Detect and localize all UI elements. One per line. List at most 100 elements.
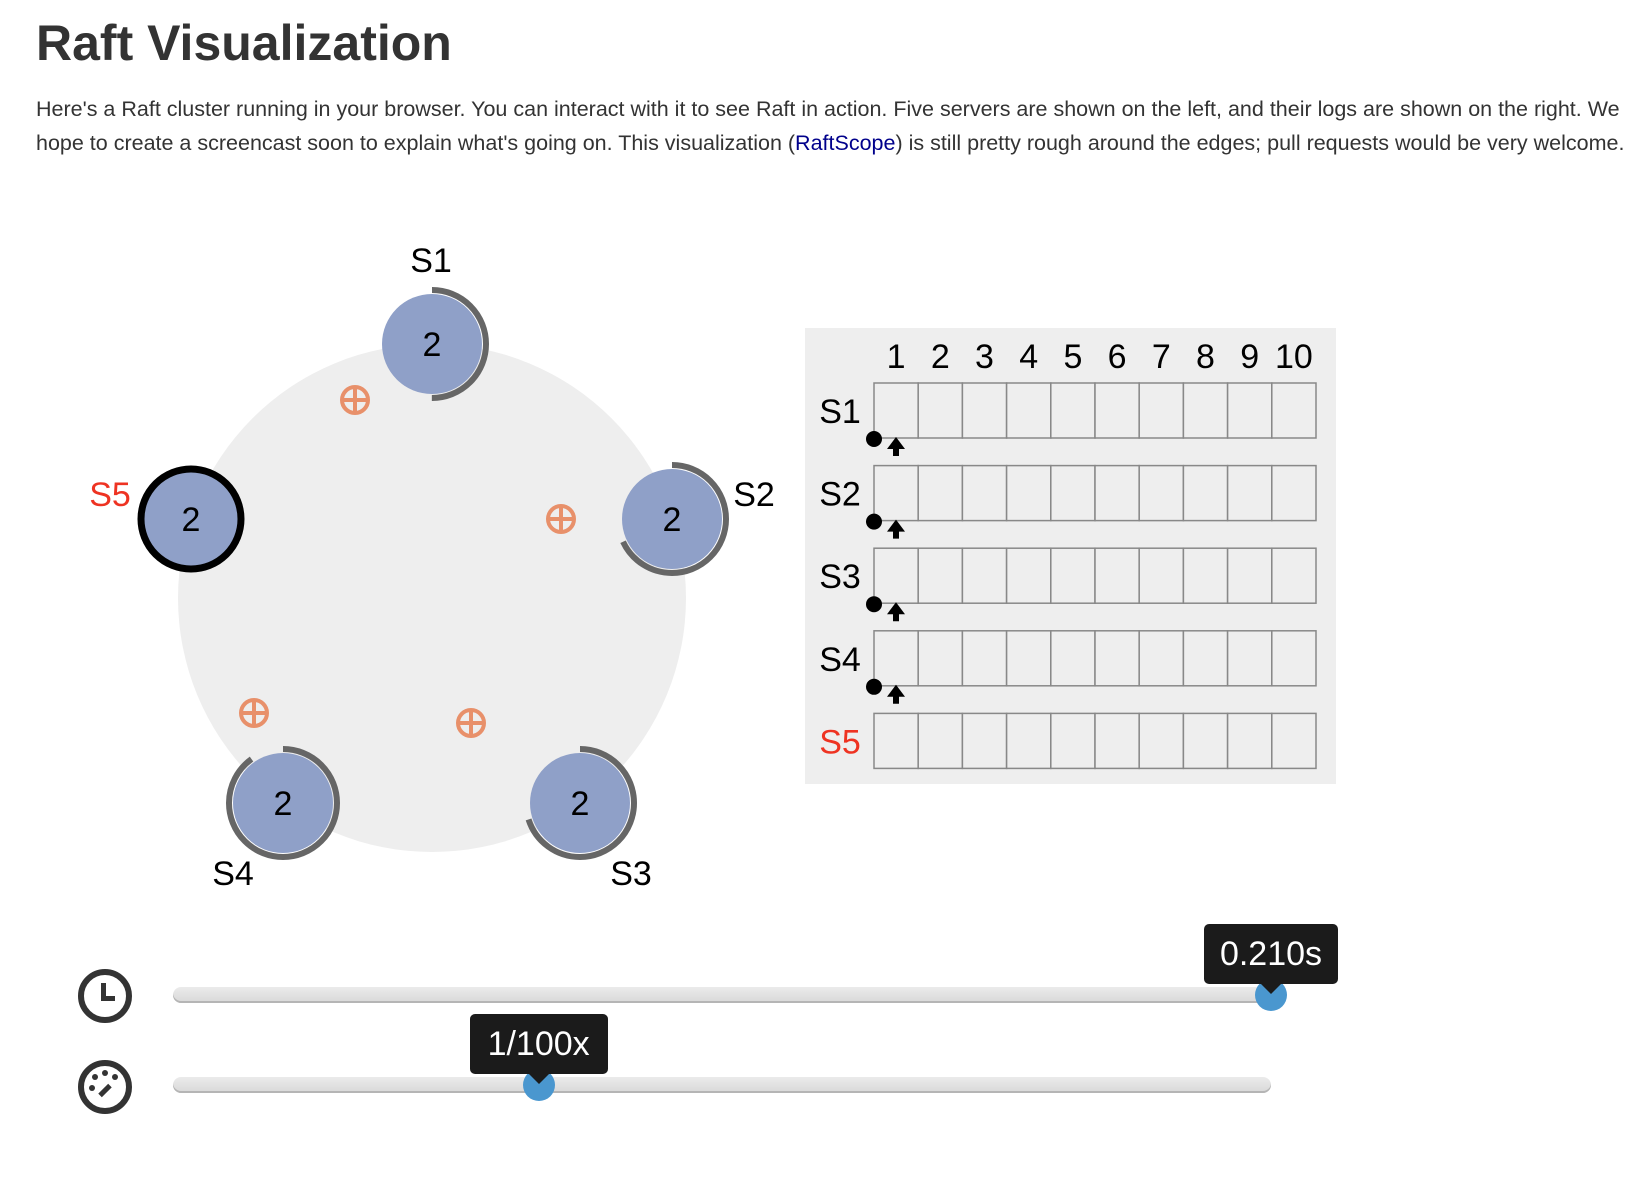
server-s1[interactable]: 2: [375, 287, 489, 401]
log-row-label: S3: [819, 558, 861, 596]
log-entry-slot[interactable]: [1271, 547, 1317, 604]
log-entry-slot[interactable]: [961, 712, 1008, 770]
log-row-label: S4: [819, 641, 861, 679]
log-entry-slot[interactable]: [1094, 712, 1140, 770]
log-entry-slot[interactable]: [917, 630, 964, 687]
intro-text-part: ) is still pretty rough around the edges…: [895, 131, 1625, 155]
server-term: 2: [182, 501, 201, 539]
commit-index-marker: [866, 431, 882, 447]
match-index-arrow-icon: [887, 437, 905, 456]
log-index-label: 2: [931, 338, 950, 376]
raftscope-link[interactable]: RaftScope: [795, 131, 896, 155]
log-entry-slot[interactable]: [1050, 382, 1096, 439]
log-entry-slot[interactable]: [1226, 630, 1273, 687]
log-entry-slot[interactable]: [1005, 712, 1052, 770]
log-entry-slot[interactable]: [917, 547, 964, 604]
server-term: 2: [423, 326, 442, 364]
log-entry-slot[interactable]: [961, 630, 1008, 687]
log-index-label: 3: [975, 338, 994, 376]
election-timeout-arc: [523, 746, 637, 860]
server-circle[interactable]: [233, 753, 333, 853]
server-label: S4: [212, 855, 254, 893]
log-entry-slot[interactable]: [917, 712, 964, 770]
log-entry-slot[interactable]: [1050, 464, 1096, 522]
speedometer-icon: [78, 1060, 132, 1114]
request-vote-message-icon[interactable]: [340, 385, 370, 415]
log-entry-slot[interactable]: [1226, 382, 1273, 439]
server-s2[interactable]: 2: [615, 462, 729, 576]
log-entry-slot[interactable]: [1050, 630, 1096, 687]
log-entry-slot[interactable]: [1094, 547, 1140, 604]
request-vote-message-icon[interactable]: [239, 698, 269, 728]
page-title: Raft Visualization: [36, 15, 452, 71]
cluster-ring: [178, 344, 686, 852]
log-entry-slot[interactable]: [1005, 382, 1052, 439]
log-entry-slot[interactable]: [1094, 630, 1140, 687]
log-entry-slot[interactable]: [1094, 464, 1140, 522]
speed-slider-track[interactable]: [173, 1077, 1271, 1093]
election-timeout-arc: [375, 287, 489, 401]
log-entry-slot[interactable]: [961, 547, 1008, 604]
log-entry-slot[interactable]: [873, 382, 919, 439]
log-entry-slot[interactable]: [873, 464, 919, 522]
log-entry-slot[interactable]: [1271, 382, 1317, 439]
log-entry-slot[interactable]: [961, 464, 1008, 522]
log-row-label: S5: [819, 723, 861, 761]
log-entry-slot[interactable]: [1226, 464, 1273, 522]
server-s3[interactable]: 2: [523, 746, 637, 860]
match-index-arrow-icon: [887, 684, 905, 704]
server-s5[interactable]: 2: [137, 465, 245, 573]
log-entry-slot[interactable]: [1138, 382, 1185, 439]
request-vote-message-icon[interactable]: [546, 504, 576, 534]
log-entry-slot[interactable]: [873, 712, 919, 770]
server-circle[interactable]: [382, 294, 482, 394]
log-entry-slot[interactable]: [873, 630, 919, 687]
log-entry-slot[interactable]: [1226, 712, 1273, 770]
log-index-label: 10: [1275, 338, 1313, 376]
log-entry-slot[interactable]: [1094, 382, 1140, 439]
commit-index-marker: [866, 596, 882, 613]
server-s4[interactable]: 2: [226, 746, 340, 860]
log-entry-slot[interactable]: [1005, 547, 1052, 604]
time-slider-track[interactable]: [173, 987, 1271, 1003]
log-row-s2: S2: [819, 464, 1317, 539]
server-circle[interactable]: [622, 469, 722, 569]
log-entry-slot[interactable]: [1226, 547, 1273, 604]
log-entry-slot[interactable]: [1138, 630, 1185, 687]
log-entry-slot[interactable]: [1182, 464, 1229, 522]
commit-index-marker: [866, 513, 882, 530]
log-entry-slot[interactable]: [917, 464, 964, 522]
server-circle[interactable]: [530, 753, 630, 853]
log-entry-slot[interactable]: [1182, 712, 1229, 770]
intro-text: Here's a Raft cluster running in your br…: [36, 92, 1626, 160]
log-entry-slot[interactable]: [1271, 630, 1317, 687]
log-entry-slot[interactable]: [1050, 712, 1096, 770]
log-row-s5: S5: [819, 712, 1317, 770]
log-row-label: S2: [819, 476, 861, 514]
log-entry-slot[interactable]: [1138, 464, 1185, 522]
log-entry-slot[interactable]: [1182, 630, 1229, 687]
log-entry-slot[interactable]: [1050, 547, 1096, 604]
log-entry-slot[interactable]: [961, 382, 1008, 439]
server-label: S5: [89, 476, 131, 514]
server-circle[interactable]: [137, 465, 245, 573]
log-entry-slot[interactable]: [1138, 712, 1185, 770]
server-label: S2: [733, 476, 775, 514]
log-entry-slot[interactable]: [1005, 630, 1052, 687]
log-entry-slot[interactable]: [1138, 547, 1185, 604]
log-entry-slot[interactable]: [1182, 382, 1229, 439]
election-timeout-arc: [615, 462, 729, 576]
speed-tooltip: 1/100x: [469, 1014, 608, 1084]
request-vote-message-icon[interactable]: [456, 708, 486, 738]
log-entry-slot[interactable]: [1005, 464, 1052, 522]
server-label: S1: [410, 242, 452, 280]
log-entry-slot[interactable]: [1271, 464, 1317, 522]
log-row-s4: S4: [819, 630, 1317, 704]
log-entry-slot[interactable]: [1271, 712, 1317, 770]
log-entry-slot[interactable]: [917, 382, 964, 439]
log-entry-slot[interactable]: [1182, 547, 1229, 604]
log-entry-slot[interactable]: [873, 547, 919, 604]
server-term: 2: [274, 785, 293, 823]
log-index-label: 4: [1019, 338, 1038, 376]
log-index-label: 6: [1108, 338, 1127, 376]
